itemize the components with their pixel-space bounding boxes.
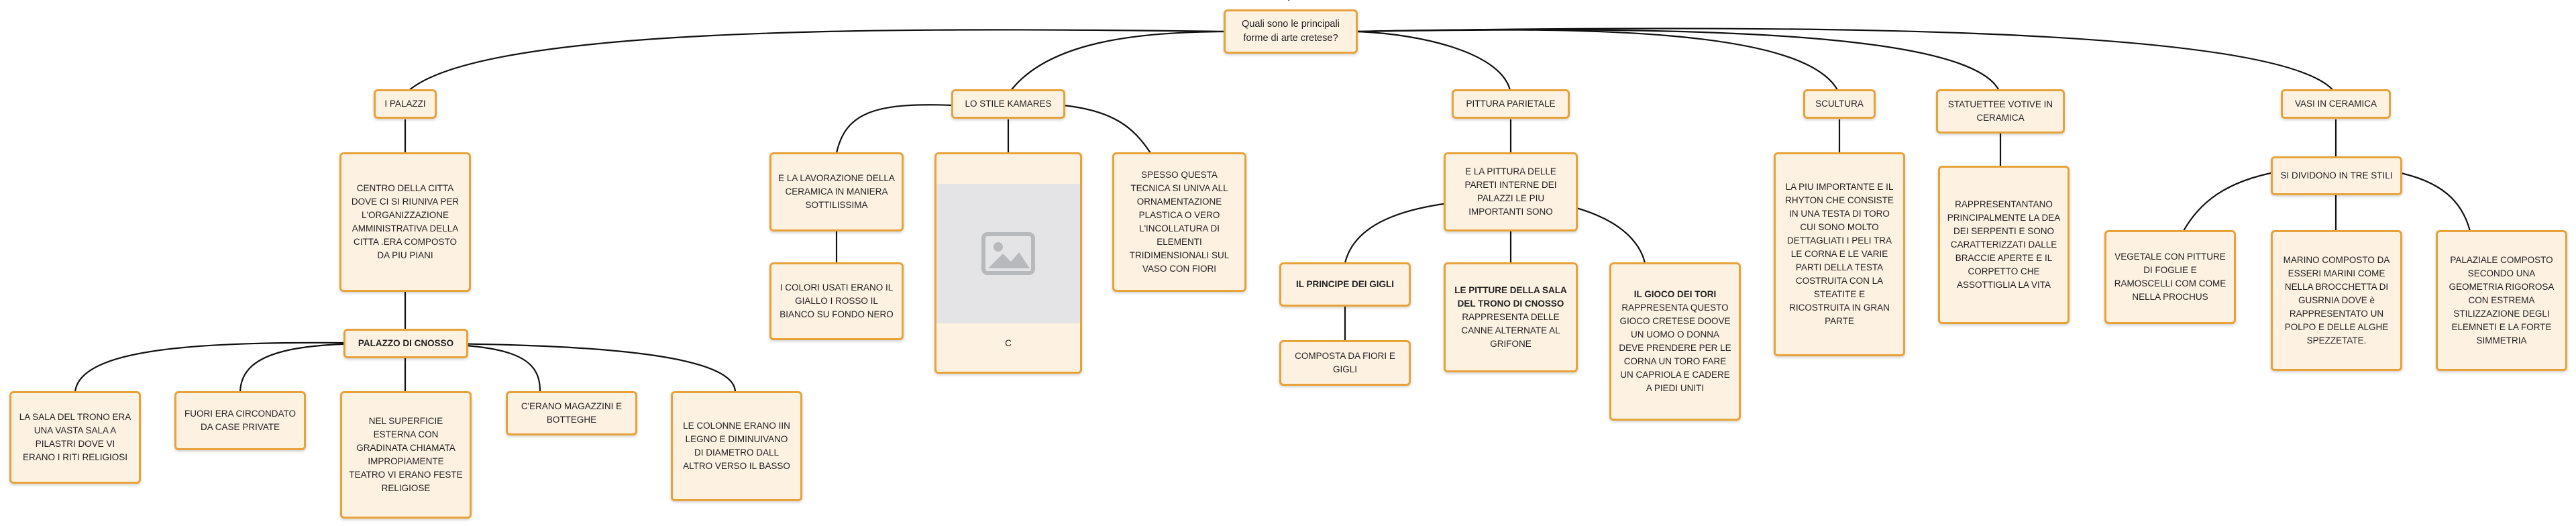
vasi-palaziale-node[interactable]: PALAZIALE COMPOSTO SECONDO UNA GEOMETRIA… bbox=[2436, 230, 2567, 371]
pittura-node[interactable]: PITTURA PARIETALE bbox=[1452, 89, 1570, 119]
palazzi-centro-node[interactable]: CENTRO DELLA CITTA DOVE CI SI RIUNIVA PE… bbox=[339, 152, 471, 292]
kamares-node[interactable]: LO STILE KAMARES bbox=[951, 89, 1065, 119]
principe-gigli-node[interactable]: IL PRINCIPE DEI GIGLI bbox=[1279, 262, 1411, 307]
statuette-desc-text: RAPPRESENTANTANO PRINCIPALMENTE LA DEA D… bbox=[1947, 199, 2061, 290]
cnosso-case-private-node[interactable]: FUORI ERA CIRCONDATO DA CASE PRIVATE bbox=[174, 391, 306, 450]
pittura-desc-text: E LA PITTURA DELLE PARETI INTERNE DEI PA… bbox=[1464, 166, 1557, 217]
scultura-label: SCULTURA bbox=[1815, 99, 1864, 109]
principe-gigli-desc-text: COMPOSTA DA FIORI E GIGLI bbox=[1295, 351, 1395, 374]
vasi-stili-text: SI DIVIDONO IN TRE STILI bbox=[2280, 170, 2393, 180]
kamares-image-node[interactable]: C bbox=[934, 152, 1082, 374]
vasi-node[interactable]: VASI IN CERAMICA bbox=[2281, 89, 2391, 119]
cnosso-colonne-node[interactable]: LE COLONNE ERANO IIN LEGNO E DIMINUIVANO… bbox=[671, 391, 802, 501]
vasi-stili-node[interactable]: SI DIVIDONO IN TRE STILI bbox=[2271, 156, 2402, 195]
gioco-tori-node[interactable]: IL GIOCO DEI TORI RAPPRESENTA QUESTO GIO… bbox=[1609, 262, 1741, 421]
pittura-desc-node[interactable]: E LA PITTURA DELLE PARETI INTERNE DEI PA… bbox=[1444, 152, 1578, 231]
principe-gigli-label: IL PRINCIPE DEI GIGLI bbox=[1295, 279, 1395, 289]
vasi-marino-node[interactable]: MARINO COMPOSTO DA ESSERI MARINI COME NE… bbox=[2271, 230, 2402, 371]
vasi-palaziale-text: PALAZIALE COMPOSTO SECONDO UNA GEOMETRIA… bbox=[2449, 255, 2555, 346]
kamares-colori-node[interactable]: I COLORI USATI ERANO IL GIALLO I ROSSO I… bbox=[769, 262, 904, 340]
kamares-ceramica-node[interactable]: E LA LAVORAZIONE DELLA CERAMICA IN MANIE… bbox=[769, 152, 904, 231]
vasi-marino-text: MARINO COMPOSTO DA ESSERI MARINI COME NE… bbox=[2283, 255, 2390, 346]
sala-trono-pitture-node[interactable]: LE PITTURE DELLA SALA DEL TRONO DI CNOSS… bbox=[1444, 262, 1578, 372]
vasi-vegetale-node[interactable]: VEGETALE CON PITTURE DI FOGLIE E RAMOSCE… bbox=[2104, 230, 2236, 324]
cnosso-colonne-text: LE COLONNE ERANO IIN LEGNO E DIMINUIVANO… bbox=[683, 421, 790, 471]
palazzo-cnosso-label: PALAZZO DI CNOSSO bbox=[358, 338, 454, 348]
kamares-ceramica-text: E LA LAVORAZIONE DELLA CERAMICA IN MANIE… bbox=[778, 173, 895, 210]
kamares-spesso-text: SPESSO QUESTA TECNICA SI UNIVA ALL ORNAM… bbox=[1129, 170, 1230, 274]
scultura-node[interactable]: SCULTURA bbox=[1803, 89, 1876, 119]
cnosso-magazzini-node[interactable]: C'ERANO MAGAZZINI E BOTTEGHE bbox=[506, 391, 637, 435]
root-question-node[interactable]: Quali sono le principali forme di arte c… bbox=[1224, 9, 1358, 54]
palazzi-node[interactable]: I PALAZZI bbox=[374, 89, 437, 119]
cnosso-case-private-text: FUORI ERA CIRCONDATO DA CASE PRIVATE bbox=[184, 409, 296, 432]
cnosso-sala-trono-text: LA SALA DEL TRONO ERA UNA VASTA SALA A P… bbox=[19, 412, 131, 462]
sala-trono-pitture-desc: RAPPRESENTA DELLE CANNE ALTERNATE AL GRI… bbox=[1461, 312, 1560, 349]
kamares-image-caption: C bbox=[1005, 338, 1012, 348]
principe-gigli-desc-node[interactable]: COMPOSTA DA FIORI E GIGLI bbox=[1279, 340, 1411, 386]
kamares-spesso-node[interactable]: SPESSO QUESTA TECNICA SI UNIVA ALL ORNAM… bbox=[1112, 152, 1246, 292]
gioco-tori-desc: RAPPRESENTA QUESTO GIOCO CRETESE DOOVE U… bbox=[1619, 303, 1731, 393]
vasi-label: VASI IN CERAMICA bbox=[2294, 99, 2377, 109]
statuette-node[interactable]: STATUETTEE VOTIVE IN CERAMICA bbox=[1936, 89, 2065, 134]
image-placeholder-icon bbox=[981, 232, 1035, 275]
statuette-desc-node[interactable]: RAPPRESENTANTANO PRINCIPALMENTE LA DEA D… bbox=[1938, 166, 2070, 324]
statuette-label: STATUETTEE VOTIVE IN CERAMICA bbox=[1947, 99, 2053, 123]
kamares-label: LO STILE KAMARES bbox=[965, 99, 1052, 109]
cnosso-teatro-text: NEL SUPERFICIE ESTERNA CON GRADINATA CHI… bbox=[349, 416, 463, 493]
pittura-label: PITTURA PARIETALE bbox=[1466, 99, 1556, 109]
palazzi-centro-text: CENTRO DELLA CITTA DOVE CI SI RIUNIVA PE… bbox=[351, 183, 460, 260]
cnosso-sala-trono-node[interactable]: LA SALA DEL TRONO ERA UNA VASTA SALA A P… bbox=[9, 391, 141, 484]
image-placeholder bbox=[936, 184, 1080, 323]
scultura-desc-text: LA PIU IMPORTANTE E IL RHYTON CHE CONSIS… bbox=[1785, 182, 1894, 326]
root-question-label: Quali sono le principali forme di arte c… bbox=[1242, 19, 1340, 44]
kamares-colori-text: I COLORI USATI ERANO IL GIALLO I ROSSO I… bbox=[780, 282, 894, 319]
vasi-vegetale-text: VEGETALE CON PITTURE DI FOGLIE E RAMOSCE… bbox=[2114, 252, 2226, 302]
scultura-desc-node[interactable]: LA PIU IMPORTANTE E IL RHYTON CHE CONSIS… bbox=[1774, 152, 1905, 356]
gioco-tori-title: IL GIOCO DEI TORI bbox=[1633, 289, 1717, 299]
cnosso-magazzini-text: C'ERANO MAGAZZINI E BOTTEGHE bbox=[521, 401, 623, 425]
palazzo-cnosso-node[interactable]: PALAZZO DI CNOSSO bbox=[343, 329, 468, 358]
cnosso-teatro-node[interactable]: NEL SUPERFICIE ESTERNA CON GRADINATA CHI… bbox=[340, 391, 472, 519]
palazzi-label: I PALAZZI bbox=[384, 99, 426, 109]
sala-trono-pitture-title: LE PITTURE DELLA SALA DEL TRONO DI CNOSS… bbox=[1454, 285, 1567, 309]
